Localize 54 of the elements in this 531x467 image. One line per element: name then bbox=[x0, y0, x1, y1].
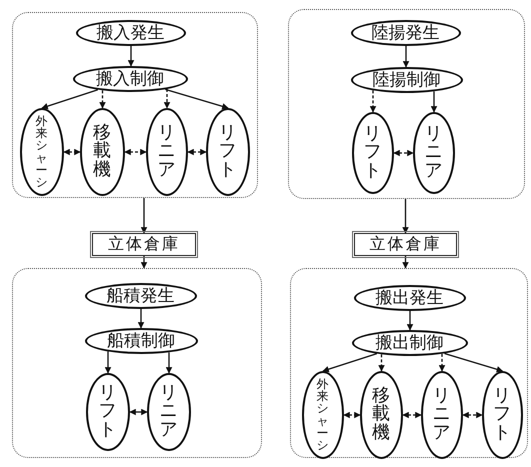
ellipse-node: 外来シャーシ bbox=[302, 370, 344, 458]
arrow bbox=[406, 311, 414, 331]
ellipse-node: リフト bbox=[352, 112, 394, 194]
arrow bbox=[41, 89, 98, 110]
arrow bbox=[128, 46, 134, 67]
arrow bbox=[343, 412, 361, 418]
ellipse-node: 搬入制御 bbox=[72, 66, 188, 92]
arrow bbox=[393, 150, 414, 156]
arrow bbox=[124, 148, 147, 156]
arrow bbox=[402, 412, 422, 418]
arrow bbox=[99, 90, 106, 109]
arrow bbox=[104, 351, 112, 374]
ellipse-node: 搬出制御 bbox=[352, 330, 468, 356]
ellipse-node: リフト bbox=[206, 108, 250, 196]
arrow bbox=[402, 256, 409, 269]
ellipse-node: リニア bbox=[412, 112, 454, 194]
ellipse-node: 船積制御 bbox=[84, 328, 198, 354]
arrow bbox=[187, 148, 207, 156]
arrow bbox=[402, 46, 410, 68]
ellipse-node: リニア bbox=[146, 108, 188, 196]
arrow bbox=[370, 90, 376, 113]
arrow bbox=[166, 352, 172, 374]
ellipse-node: リニア bbox=[420, 370, 462, 458]
storage-box: 立体倉庫 bbox=[92, 233, 196, 256]
ellipse-node: 陸揚発生 bbox=[350, 20, 460, 46]
arrow bbox=[165, 88, 229, 110]
arrow bbox=[444, 352, 504, 372]
ellipse-node: 外来シャーシ bbox=[20, 108, 64, 196]
ellipse-node: 搬入発生 bbox=[76, 20, 186, 46]
ellipse-node: 移載機 bbox=[80, 108, 124, 196]
arrow bbox=[438, 354, 446, 372]
dotted-panel bbox=[288, 9, 525, 199]
ellipse-node: リフト bbox=[86, 372, 130, 450]
arrow bbox=[378, 354, 385, 372]
ellipse-node: 搬出発生 bbox=[354, 284, 466, 310]
ellipse-node: リフト bbox=[482, 370, 522, 458]
storage-box: 立体倉庫 bbox=[354, 233, 457, 256]
arrow bbox=[140, 256, 148, 269]
dotted-panel bbox=[290, 268, 528, 458]
arrow bbox=[140, 198, 148, 234]
dotted-panel bbox=[12, 268, 262, 458]
arrow bbox=[138, 309, 144, 329]
arrow bbox=[164, 89, 170, 109]
ellipse-node: 陸揚制御 bbox=[350, 66, 462, 92]
dotted-panel bbox=[12, 12, 258, 198]
ellipse-node: リニア bbox=[146, 372, 190, 450]
arrow bbox=[462, 412, 483, 418]
arrow bbox=[322, 353, 378, 372]
arrow bbox=[63, 148, 81, 156]
ellipse-node: 移載機 bbox=[360, 370, 402, 458]
ellipse-node: 船積発生 bbox=[84, 282, 196, 308]
arrow bbox=[402, 199, 409, 234]
arrow bbox=[430, 91, 438, 113]
arrow bbox=[129, 408, 148, 416]
